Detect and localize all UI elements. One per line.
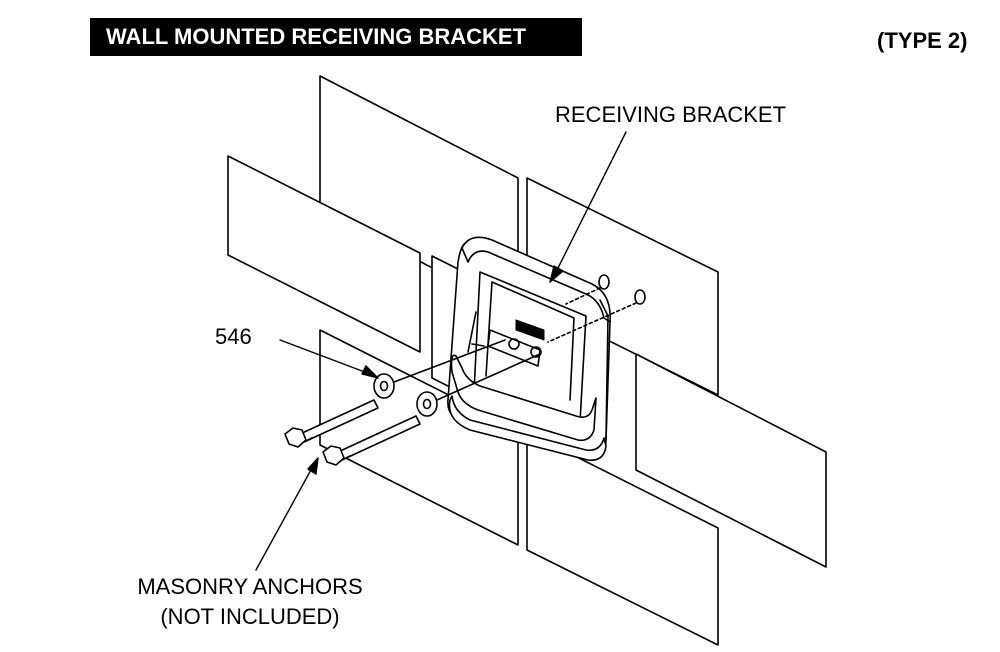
diagram-title: WALL MOUNTED RECEIVING BRACKET — [90, 18, 582, 56]
anchor-bolt-head — [322, 445, 345, 466]
wall-holes — [547, 274, 646, 343]
bracket-slot — [467, 311, 541, 367]
washers — [373, 339, 541, 417]
leader-anchors — [255, 467, 313, 571]
anchor-bolt-head — [284, 427, 307, 448]
part-number-label: 546 — [215, 324, 252, 349]
leader-receiving-bracket — [555, 131, 627, 273]
brick — [635, 353, 827, 568]
brick — [526, 431, 719, 646]
bracket-shelf — [450, 354, 597, 442]
brick — [227, 155, 421, 353]
receiving-bracket-label: RECEIVING BRACKET — [555, 102, 787, 127]
arrowhead — [549, 265, 564, 283]
leader-546 — [279, 339, 371, 375]
arrowhead — [361, 365, 379, 379]
not-included-label: (NOT INCLUDED) — [160, 604, 340, 629]
masonry-anchors — [284, 399, 421, 466]
receiving-bracket — [447, 236, 611, 462]
bracket-lower-lip — [448, 395, 607, 462]
bracket-top-rim — [461, 236, 611, 323]
arrowhead — [307, 457, 319, 475]
bracket-hole — [530, 346, 542, 358]
bracket-inner-wall — [485, 281, 575, 401]
bracket-hole — [508, 338, 520, 350]
masonry-anchors-label: MASONRY ANCHORS — [137, 574, 363, 599]
leader-lines — [255, 131, 627, 571]
type-label: (TYPE 2) — [877, 28, 968, 53]
bracket-label-plate — [515, 319, 545, 341]
